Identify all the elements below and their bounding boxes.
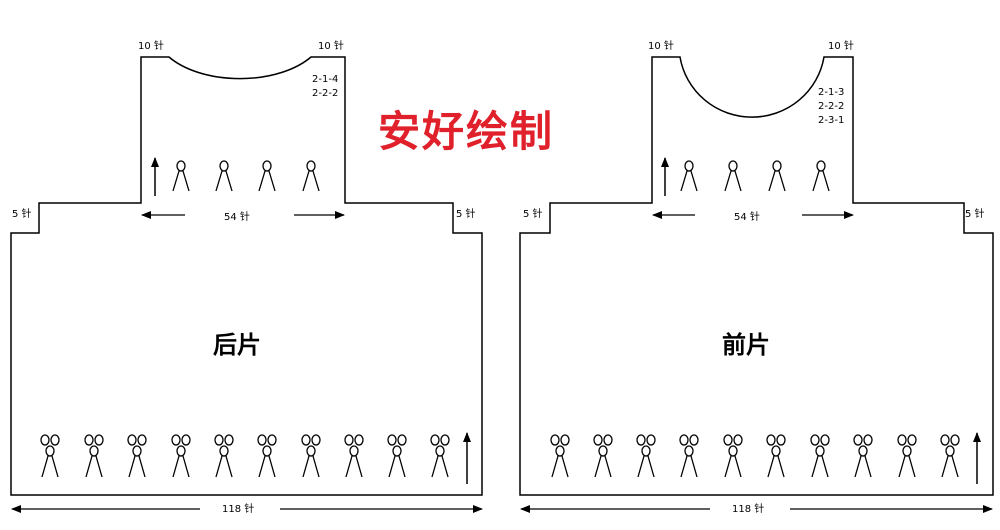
ribbing-symbol [387,434,407,478]
ribbing-symbol [430,434,450,478]
ribbing-symbol [171,434,191,478]
ribbing-symbol [897,434,917,478]
back-piece-title: 后片 [213,331,261,359]
front-shoulder-left-label: 10 针 [648,41,674,52]
ribbing-symbol [636,434,656,478]
back-piece-outline [10,56,483,496]
front-ribbing-stitch-symbols [550,434,960,478]
back-shoulder-right-label: 10 针 [318,41,344,52]
ribbing-symbol [723,434,743,478]
watermark: 安好绘制 [378,107,555,156]
stitch-symbol [302,160,320,192]
back-neck-decrease-1: 2-1-4 [312,74,339,85]
ribbing-symbol [257,434,277,478]
ribbing-symbol [593,434,613,478]
front-neck-decrease-list: 2-1-3 2-2-2 2-3-1 [818,86,844,128]
back-upper-stitch-symbols [172,160,320,192]
back-ribbing-stitch-symbols [40,434,450,478]
back-upper-width-label: 54 针 [224,212,250,223]
ribbing-symbol [214,434,234,478]
ribbing-symbol [810,434,830,478]
ribbing-symbol [127,434,147,478]
front-armhole-right-label: 5 针 [965,209,985,220]
stitch-symbol [812,160,830,192]
stitch-symbol [724,160,742,192]
ribbing-symbol [679,434,699,478]
ribbing-symbol [853,434,873,478]
ribbing-symbol [940,434,960,478]
back-bottom-width-label: 118 针 [222,504,255,515]
back-shoulder-left-label: 10 针 [138,41,164,52]
ribbing-symbol [301,434,321,478]
ribbing-symbol [84,434,104,478]
front-piece-outline [519,56,994,496]
stitch-symbol [768,160,786,192]
stitch-symbol [680,160,698,192]
front-neck-decrease-3: 2-3-1 [818,115,845,126]
front-neck-decrease-1: 2-1-3 [818,87,845,98]
front-shoulder-right-label: 10 针 [828,41,854,52]
front-neck-decrease-2: 2-2-2 [818,101,845,112]
back-neck-decrease-list: 2-1-4 2-2-2 [312,73,338,101]
ribbing-symbol [40,434,60,478]
ribbing-symbol [766,434,786,478]
back-armhole-left-label: 5 针 [12,209,32,220]
ribbing-symbol [344,434,364,478]
front-upper-stitch-symbols [680,160,830,192]
stitch-symbol [172,160,190,192]
back-neck-decrease-2: 2-2-2 [312,88,339,99]
stitch-symbol [258,160,276,192]
ribbing-symbol [550,434,570,478]
front-upper-width-label: 54 针 [734,212,760,223]
front-bottom-width-label: 118 针 [732,504,765,515]
front-armhole-left-label: 5 针 [523,209,543,220]
stitch-symbol [215,160,233,192]
back-armhole-right-label: 5 针 [456,209,476,220]
front-piece-title: 前片 [722,331,770,359]
